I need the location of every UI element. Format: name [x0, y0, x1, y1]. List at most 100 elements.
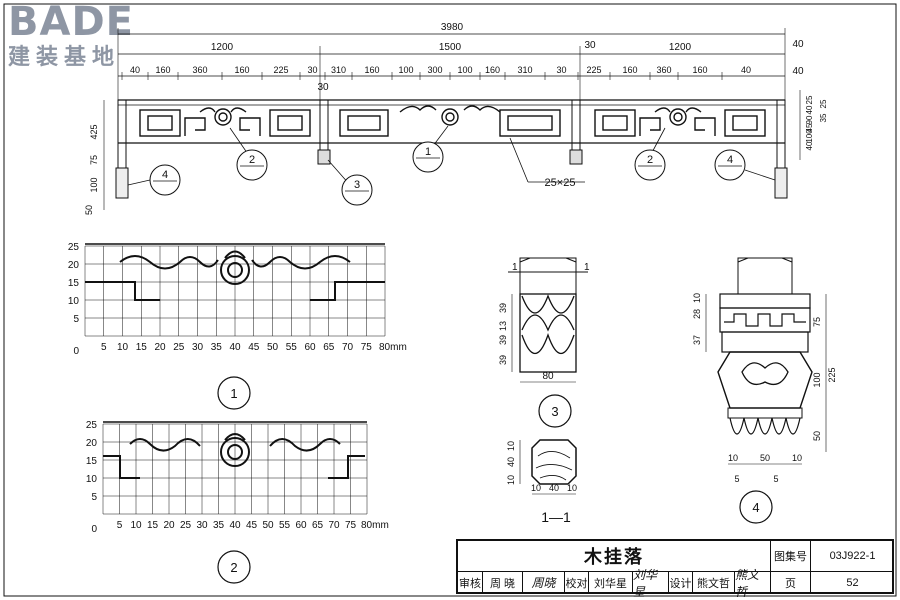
design-label: 设计 [668, 571, 692, 594]
x-tick-label: 25 [180, 520, 192, 531]
detail-3-bracket: 1 1 39 13 39 39 80 3 [498, 257, 590, 428]
d3-width: 80 [542, 371, 554, 382]
y-tick-label: 10 [68, 296, 80, 307]
sub-dim-label: 40 [130, 65, 140, 75]
x-tick-label: 35 [211, 342, 223, 353]
sub-dim-label: 360 [656, 65, 671, 75]
right-dim-label: 25 [805, 95, 814, 104]
d4-dim-100: 100 [812, 372, 822, 387]
sub-dim-label: 360 [192, 65, 207, 75]
y-tick-label: 25 [86, 420, 98, 431]
sub-dim-label: 225 [586, 65, 601, 75]
d4-bot-50: 50 [760, 453, 770, 463]
y-tick-label: 15 [68, 278, 80, 289]
left-dim-425: 425 [89, 124, 99, 139]
s11-dim-bot-10a: 10 [531, 483, 541, 493]
span-dim-center: 1500 [439, 42, 462, 53]
page-number: 52 [810, 571, 894, 594]
x-tick-label: 10 [117, 342, 129, 353]
x-tick-label: 70 [328, 520, 340, 531]
d4-dim-37: 37 [692, 335, 702, 345]
sub-dim-label: 310 [517, 65, 532, 75]
x-tick-label: 35 [213, 520, 225, 531]
x-tick-label: 15 [147, 520, 159, 531]
callout-2a: 2 [249, 154, 255, 166]
y-tick-label: 20 [86, 438, 98, 449]
d4-dim-75: 75 [812, 317, 822, 327]
sub-dim-label: 100 [398, 65, 413, 75]
atlas-label: 图集号 [770, 541, 810, 571]
x-tick-label: 30 [192, 342, 204, 353]
callout-2b: 2 [647, 154, 653, 166]
check-label: 校对 [564, 571, 588, 594]
title-block: 木挂落 图集号 03J922-1 审核 周 晓 周晓 校对 刘华星 刘华星 设计… [456, 539, 894, 599]
x-tick-label: 5 [101, 342, 107, 353]
y-tick-label: 0 [73, 346, 79, 357]
s11-dim-left-10a: 10 [506, 441, 516, 451]
x-tick-label: 45 [246, 520, 258, 531]
x-tick-label: 60 [295, 520, 307, 531]
x-tick-label: 70 [342, 342, 354, 353]
callout-1: 1 [425, 146, 431, 158]
x-tick-label: 55 [279, 520, 291, 531]
d4-bot2-5a: 5 [734, 474, 739, 484]
x-tick-label: 40 [229, 342, 241, 353]
x-tick-label: 75 [361, 342, 373, 353]
reviewer-name: 周 晓 [482, 571, 522, 594]
right-mark-mid: 40 [792, 66, 804, 77]
y-tick-label: 0 [91, 524, 97, 535]
checker-signature: 刘华星 [632, 568, 668, 599]
d4-dim-10: 10 [692, 293, 702, 303]
d3-dim-39c: 39 [498, 355, 508, 365]
designer-name: 熊文哲 [692, 571, 734, 594]
x-tick-label: 80mm [379, 342, 407, 353]
d3-dim-39a: 39 [498, 303, 508, 313]
sheet-border [3, 3, 897, 597]
x-tick-label: 30 [196, 520, 208, 531]
reviewer-signature: 周晓 [522, 571, 564, 594]
d4-dim-28: 28 [692, 309, 702, 319]
y-tick-label: 10 [86, 474, 98, 485]
sub-dim-label: 160 [364, 65, 379, 75]
watermark-logo: BADE [8, 0, 134, 45]
d4-bot2-5b: 5 [773, 474, 778, 484]
designer-signature: 熊文哲 [734, 568, 770, 599]
drawing-title: 木挂落 [584, 547, 644, 567]
x-tick-label: 50 [267, 342, 279, 353]
s11-dim-bot-10b: 10 [567, 483, 577, 493]
y-tick-label: 5 [73, 314, 79, 325]
x-tick-label: 20 [163, 520, 175, 531]
x-tick-label: 65 [312, 520, 324, 531]
s11-dim-bot-40: 40 [549, 483, 559, 493]
x-tick-label: 25 [173, 342, 185, 353]
detail-1-number: 1 [230, 386, 237, 401]
atlas-number: 03J922-1 [810, 541, 894, 571]
s11-dim-left-10b: 10 [506, 475, 516, 485]
y-tick-label: 5 [91, 492, 97, 503]
y-tick-label: 20 [68, 260, 80, 271]
sub-dim-label: 30 [556, 65, 566, 75]
detail-2-number: 2 [230, 560, 237, 575]
right-dim-label: 45 [805, 123, 814, 132]
right-dim-label: 25 [819, 99, 828, 108]
section-mark-left: 1 [512, 262, 518, 273]
left-dim-75: 75 [89, 155, 99, 165]
right-dim-label: 40 [805, 105, 814, 114]
d3-dim-39b: 39 [498, 335, 508, 345]
x-tick-label: 40 [229, 520, 241, 531]
gap-dim: 30 [584, 40, 596, 51]
detail-3-number: 3 [551, 404, 558, 419]
review-label: 审核 [459, 577, 481, 590]
x-tick-label: 50 [262, 520, 274, 531]
sub-dim-label: 40 [741, 65, 751, 75]
x-tick-label: 10 [130, 520, 142, 531]
sub-dim-label: 225 [273, 65, 288, 75]
callout-4a: 4 [162, 169, 168, 181]
checker-name: 刘华星 [588, 571, 632, 594]
sub-dim-label: 160 [234, 65, 249, 75]
right-dim-label: 40 [805, 141, 814, 150]
